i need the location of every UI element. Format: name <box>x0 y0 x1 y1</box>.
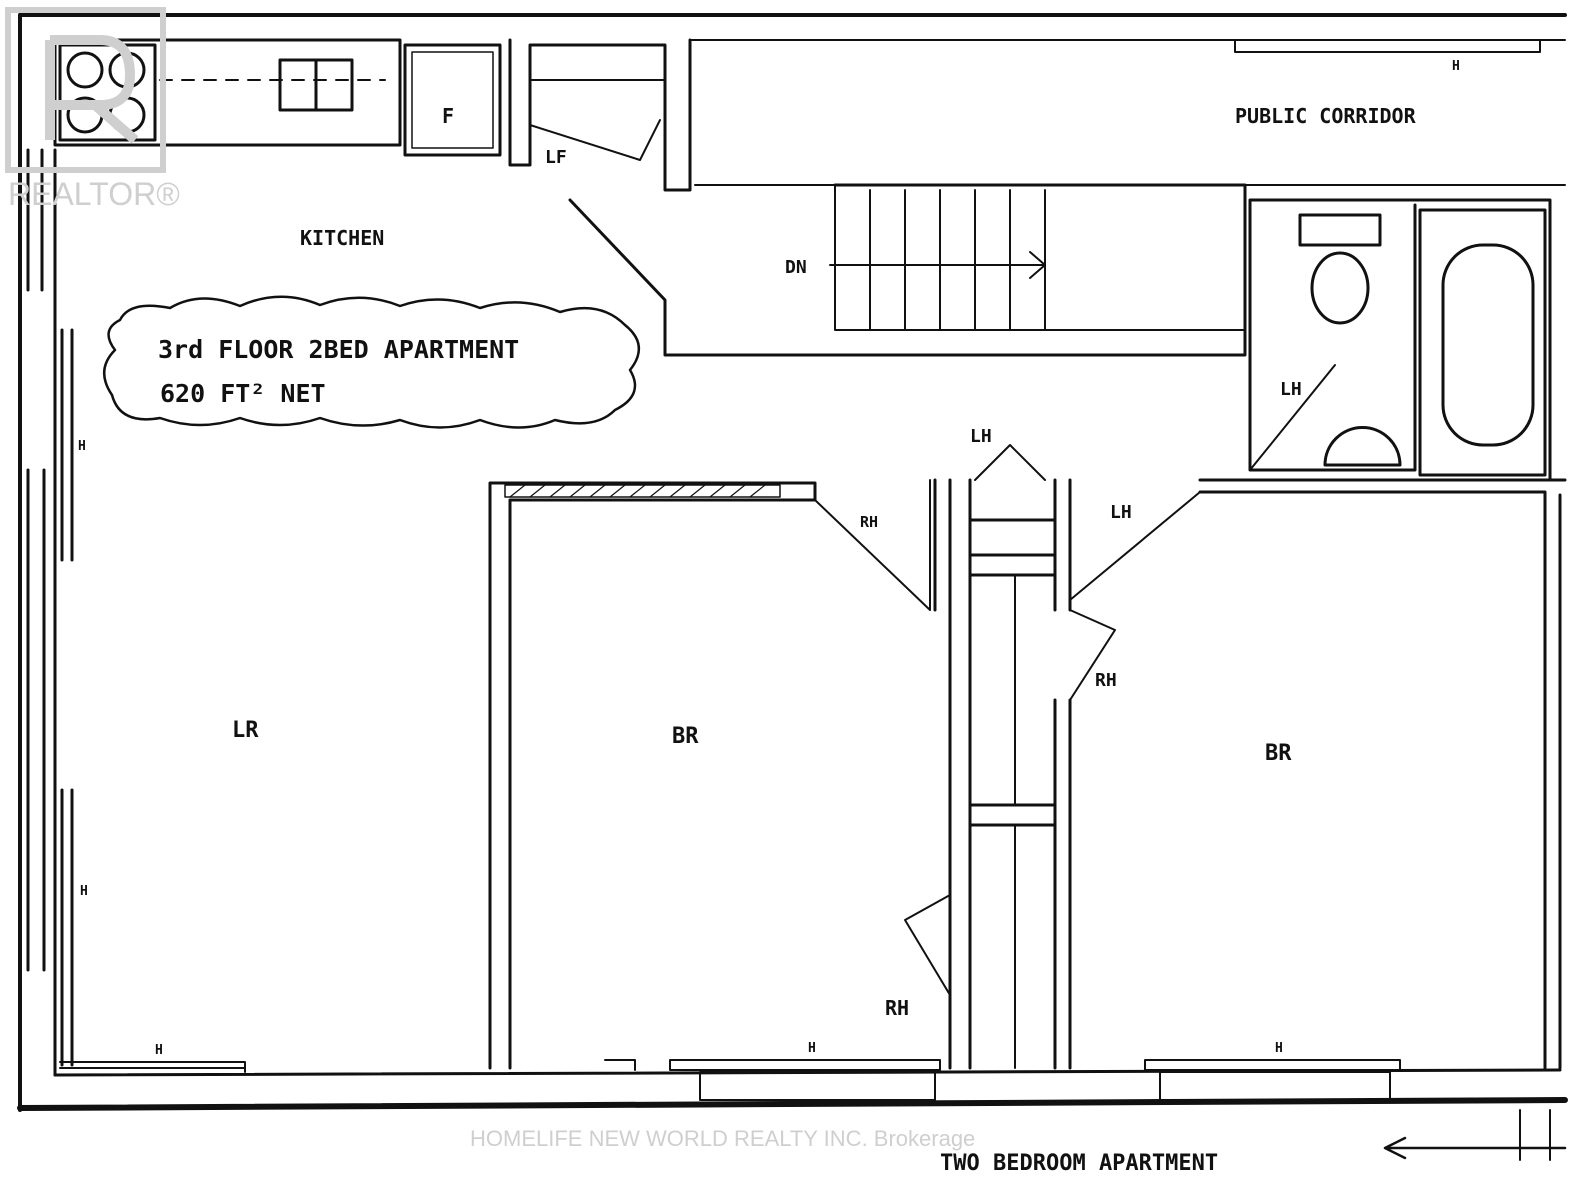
bedroom1-wall <box>488 481 817 1070</box>
heater-mark-bottom-mid: H <box>808 1041 816 1056</box>
door-mark-rh-closet: RH <box>1095 670 1117 691</box>
door-mark-lh-bath: LH <box>1280 379 1302 400</box>
door-mark-rh-bedroom: RH <box>860 513 878 531</box>
bedroom2-door <box>1069 491 1201 601</box>
hatch-header <box>504 484 781 498</box>
bottom-window-mid <box>604 1059 941 1101</box>
stair-arrow <box>829 251 1046 279</box>
bedroom2-wall <box>1198 478 1567 1070</box>
bottom-window-left <box>59 1061 246 1073</box>
door-mark-lh-closet: LH <box>1110 502 1132 523</box>
closet-door-top <box>974 444 1046 481</box>
bathtub <box>1418 208 1547 477</box>
left-heater <box>60 328 74 1067</box>
title-cloud <box>103 295 640 429</box>
toilet-tank <box>1298 213 1382 247</box>
caption-arrow <box>1383 1136 1567 1160</box>
door-mark-lh-top: LH <box>970 426 992 447</box>
stair-label-dn: DN <box>785 257 807 278</box>
toilet-bowl <box>1310 251 1370 325</box>
linen-closet <box>508 38 692 192</box>
bottom-window-right <box>1144 1059 1401 1101</box>
closet-walls <box>933 478 1072 1070</box>
heater-mark-left-lower: H <box>80 884 88 899</box>
brokerage-watermark: HOMELIFE NEW WORLD REALTY INC. Brokerage <box>470 1126 975 1151</box>
fridge <box>403 43 502 157</box>
bath-door <box>1249 364 1336 471</box>
stair-treads <box>834 184 1246 331</box>
bedroom1-door <box>814 479 931 611</box>
room-label-br-right: BR <box>1265 741 1292 766</box>
room-label-lr: LR <box>232 718 259 743</box>
door-mark-lf: LF <box>545 147 567 168</box>
realtor-watermark: REALTOR® <box>8 176 180 212</box>
door-mark-rh-bottom: RH <box>885 996 909 1020</box>
left-window <box>26 148 46 972</box>
fridge-mark: F <box>442 104 454 128</box>
closet-door-bottom <box>904 894 951 996</box>
closet-door-right <box>1069 609 1116 701</box>
heater-mark-left-upper: H <box>78 439 86 454</box>
outer-wall-bottom <box>17 1097 1568 1111</box>
realtor-logo <box>5 7 166 173</box>
bathroom-wall <box>1248 198 1552 482</box>
room-label-br-left: BR <box>672 724 699 749</box>
heater-mark-corridor: H <box>1452 59 1460 74</box>
bottom-caption: TWO BEDROOM APARTMENT <box>940 1151 1218 1176</box>
room-label-corridor: PUBLIC CORRIDOR <box>1235 104 1417 128</box>
room-label-kitchen: KITCHEN <box>300 226 384 250</box>
corridor-line <box>689 39 1566 186</box>
kitchen-counter <box>53 38 402 147</box>
plan-title-line1: 3rd FLOOR 2BED APARTMENT <box>158 335 519 364</box>
plan-title-line2: 620 FT² NET <box>160 379 326 408</box>
heater-mark-bottom-right: H <box>1275 1041 1283 1056</box>
sink-bath <box>1323 426 1402 467</box>
heater-mark-bottom-left: H <box>155 1043 163 1058</box>
